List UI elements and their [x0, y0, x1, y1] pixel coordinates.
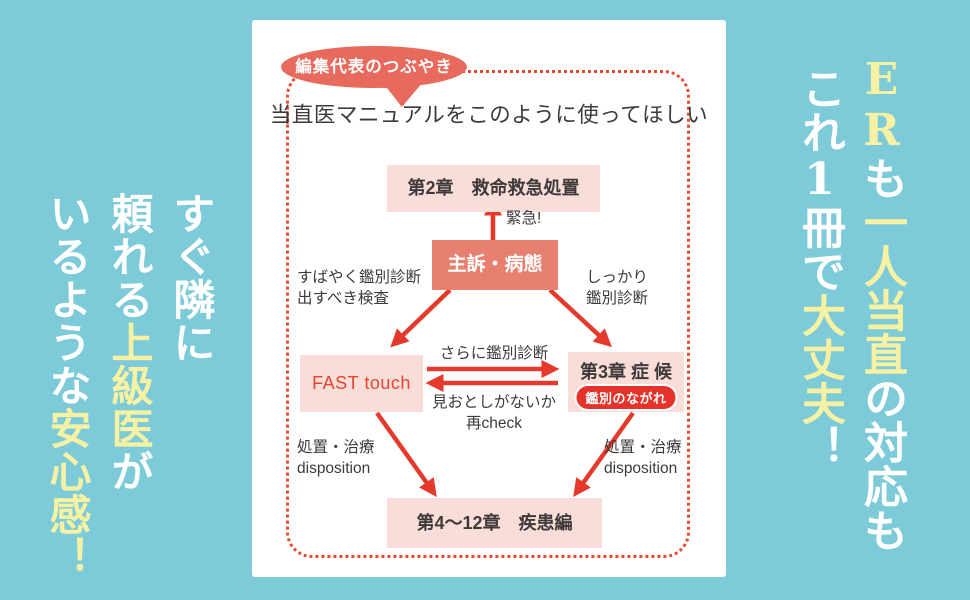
left-caption: すぐ隣に 頼れる上級医が いるような安心感！ — [36, 192, 222, 600]
caption-highlight: 一人当直 — [856, 200, 907, 376]
left-caption-column-1: すぐ隣に — [160, 192, 222, 600]
right-caption-column-1: ERも一人当直の対応も — [850, 54, 912, 584]
label-line: disposition — [297, 460, 371, 477]
label-further-differential: さらに鑑別診断 — [439, 345, 549, 362]
caption-highlight: 大丈夫 — [794, 293, 845, 425]
editor-note-badge: 編集代表のつぶやき — [281, 46, 467, 88]
label-line: 処置・治療 — [604, 439, 682, 456]
label-line: 鑑別診断 — [586, 290, 649, 307]
caption-segment: すぐ隣に — [167, 192, 216, 364]
caption-segment: ！ — [794, 425, 845, 469]
flow-arrows — [375, 197, 635, 497]
label-disposition-right: 処置・治療 disposition — [604, 437, 682, 479]
label-disposition-left: 処置・治療 disposition — [297, 437, 375, 479]
label-recheck: 見おとしがないか 再check — [410, 392, 578, 434]
label-urgent: 緊急! — [506, 210, 542, 227]
flowchart-card: 編集代表のつぶやき 当直医マニュアルをこのように使ってほしい 第2章 救命救急処… — [252, 20, 726, 577]
label-quick-differential: すばやく鑑別診断 出すべき検査 — [297, 267, 421, 309]
label-thorough-differential: しっかり 鑑別診断 — [586, 267, 648, 309]
label-line: すばやく鑑別診断 — [297, 269, 422, 286]
right-caption-column-2: これ1冊で大丈夫！ — [788, 54, 850, 584]
caption-highlight: 上級医 — [105, 321, 154, 450]
label-line: 処置・治療 — [297, 439, 375, 456]
caption-segment: 頼れる — [105, 192, 154, 321]
label-line: disposition — [604, 460, 678, 477]
box-chapter3: 第3章 症 候 鑑別のながれ — [568, 352, 684, 412]
box-chief-complaint: 主訴・病態 — [432, 240, 558, 290]
card-title: 当直医マニュアルをこのように使ってほしい — [269, 103, 709, 127]
caption-segment: が — [105, 450, 154, 493]
left-caption-column-3: いるような安心感！ — [36, 192, 98, 600]
caption-highlight: 安心感！ — [43, 407, 92, 579]
differential-flow-badge: 鑑別のながれ — [574, 384, 678, 411]
label-line: 出すべき検査 — [297, 290, 389, 307]
arrow-ch3-to-ch4 — [573, 411, 635, 497]
dotted-border-frame — [286, 70, 690, 558]
box-fast-touch: FAST touch — [300, 355, 423, 412]
right-caption: ERも一人当直の対応も これ1冊で大丈夫！ — [788, 54, 912, 584]
box-chapter2: 第2章 救命救急処置 — [387, 165, 600, 212]
label-line: 見おとしがないか — [431, 394, 556, 411]
arrow-fast-to-ch4 — [375, 411, 437, 497]
arrow-to-ch3 — [548, 288, 612, 348]
caption-segment: の対応も — [856, 376, 907, 552]
caption-segment: いるような — [43, 192, 92, 407]
caption-segment: これ1冊で — [794, 66, 845, 293]
label-line: 再check — [466, 415, 522, 432]
arrow-to-fast — [390, 288, 452, 348]
caption-highlight: ER — [856, 54, 907, 156]
caption-segment: も — [856, 156, 907, 200]
left-caption-column-2: 頼れる上級医が — [98, 192, 160, 600]
box-chapter3-label: 第3章 症 候 — [579, 362, 672, 382]
label-line: しっかり — [586, 269, 649, 286]
box-chapters4-12: 第4〜12章 疾患編 — [387, 498, 602, 548]
